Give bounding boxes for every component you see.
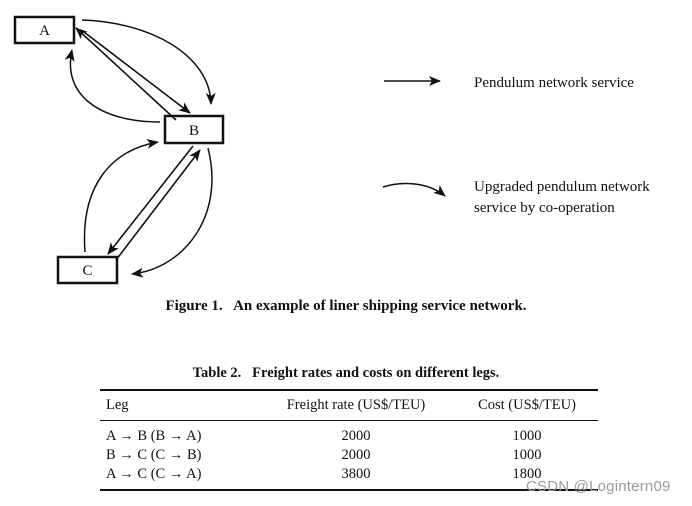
table-caption: Table 2. Freight rates and costs on diff… — [192, 365, 500, 381]
pendulum-arrow-b-to-c — [107, 145, 194, 255]
figure-caption: Figure 1. An example of liner shipping s… — [165, 298, 527, 314]
watermark: CSDN @Logintern09 — [526, 478, 671, 495]
upgraded-arrow-c-to-b-outer — [83, 138, 159, 253]
table-bottom-rule — [100, 489, 598, 491]
legend-upgraded-label-line1: Upgraded pendulum network — [474, 179, 650, 195]
header-leg: Leg — [106, 397, 129, 413]
upgraded-arrow-a-to-b-outer — [81, 19, 216, 105]
upgraded-arrow-b-to-c-inner — [131, 147, 213, 278]
node-c: C — [56, 255, 119, 285]
table-row: A → B (B → A) 2000 1000 — [100, 421, 598, 446]
cell-freight-rate: 2000 — [341, 428, 371, 444]
header-freight-rate: Freight rate (US$/TEU) — [286, 397, 426, 413]
pendulum-arrow-a-to-b — [83, 31, 191, 114]
table-row: A → C (C → A) 3800 1800 — [100, 465, 598, 489]
node-b: B — [163, 114, 225, 145]
cell-freight-rate: 3800 — [341, 466, 371, 482]
table-header-row: Leg Freight rate (US$/TEU) Cost (US$/TEU… — [100, 391, 598, 420]
table-header-rule — [100, 420, 598, 421]
table-row: B → C (C → B) 2000 1000 — [100, 446, 598, 465]
table-top-rule — [100, 389, 598, 391]
cell-leg: B → C (C → B) — [106, 447, 202, 463]
node-b-label: B — [189, 123, 199, 139]
legend-upgraded-arrow-icon — [382, 182, 446, 197]
pendulum-arrow-c-to-b — [115, 149, 201, 261]
cell-leg: A → B (B → A) — [106, 428, 202, 444]
node-a-label: A — [39, 23, 50, 39]
cell-cost: 1000 — [512, 428, 542, 444]
node-c-label: C — [82, 263, 92, 279]
cell-cost: 1000 — [512, 447, 542, 463]
upgraded-arrow-b-to-a-inner — [64, 49, 161, 123]
pendulum-arrow-b-to-a — [75, 27, 177, 121]
cell-freight-rate: 2000 — [341, 447, 371, 463]
node-a: A — [13, 15, 76, 45]
header-cost: Cost (US$/TEU) — [478, 397, 576, 413]
legend-pendulum-label: Pendulum network service — [474, 75, 634, 91]
legend-upgraded-label-line2: service by co-operation — [474, 200, 615, 216]
cell-leg: A → C (C → A) — [106, 466, 202, 482]
table-grid: Leg Freight rate (US$/TEU) Cost (US$/TEU… — [100, 391, 598, 420]
freight-rates-table: Leg Freight rate (US$/TEU) Cost (US$/TEU… — [100, 389, 598, 491]
cell-cost: 1800 — [512, 466, 542, 482]
table-body: A → B (B → A) 2000 1000 B → C (C → B) 20… — [100, 421, 598, 489]
